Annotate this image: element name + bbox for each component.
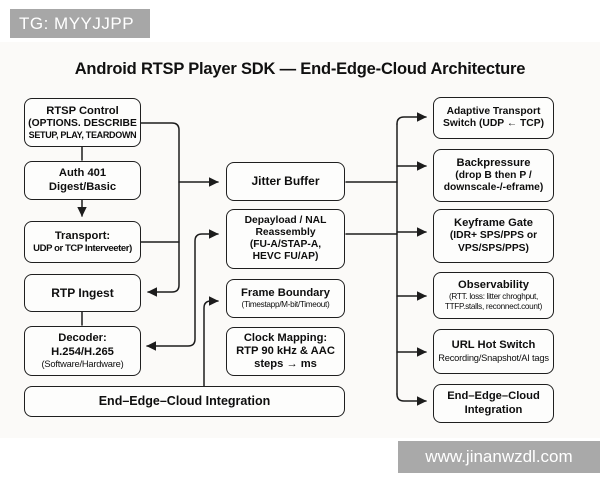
node-end-edge-cloud-integration-wide: End–Edge–Cloud Integration [24,386,345,417]
telegram-badge: TG: MYYJJPP [10,9,150,38]
node-jitter-buffer: Jitter Buffer [226,162,345,201]
node-clock-mapping: Clock Mapping: RTP 90 kHz & AAC steps → … [226,327,345,376]
node-adaptive-transport-switch: Adaptive Transport Switch (UDP ← TCP) [433,97,554,139]
watermark-url: www.jinanwzdl.com [398,441,600,473]
page-title: Android RTSP Player SDK — End-Edge-Cloud… [74,60,526,78]
node-transport: Transport: UDP or TCP Interveeter) [24,221,141,263]
node-end-edge-cloud-right: End–Edge–Cloud Integration [433,384,554,423]
node-rtsp-control: RTSP Control (OPTIONS. DESCRIBE SETUP, P… [24,98,141,147]
node-backpressure: Backpressure (drop B then P / downscale-… [433,149,554,202]
node-depayload-nal: Depayload / NAL Reassembly (FU-A/STAP-A,… [226,209,345,269]
connector-depayload-decoder [146,229,219,351]
node-frame-boundary: Frame Boundary (Timestapp/M-bit/Timeout) [226,279,345,318]
connector-integration-frameboundary [203,296,219,387]
node-observability: Observability (RTT. loss: litter chroghp… [433,272,554,319]
node-rtp-ingest: RTP Ingest [24,274,141,312]
node-auth-401: Auth 401 Digest/Basic [24,161,141,200]
node-keyframe-gate: Keyframe Gate (IDR+ SPS/PPS or VPS/SPS/P… [433,209,554,263]
connector-trunk-endedgecloud [396,393,427,406]
node-url-hot-switch: URL Hot Switch Recording/Snapshot/AI tag… [433,329,554,374]
connector-trunk-adaptive [396,112,427,125]
node-decoder: Decoder: H.254/H.265 (Software/Hardware) [24,326,141,376]
connector-rtsp-trunk-ingest [140,122,180,297]
